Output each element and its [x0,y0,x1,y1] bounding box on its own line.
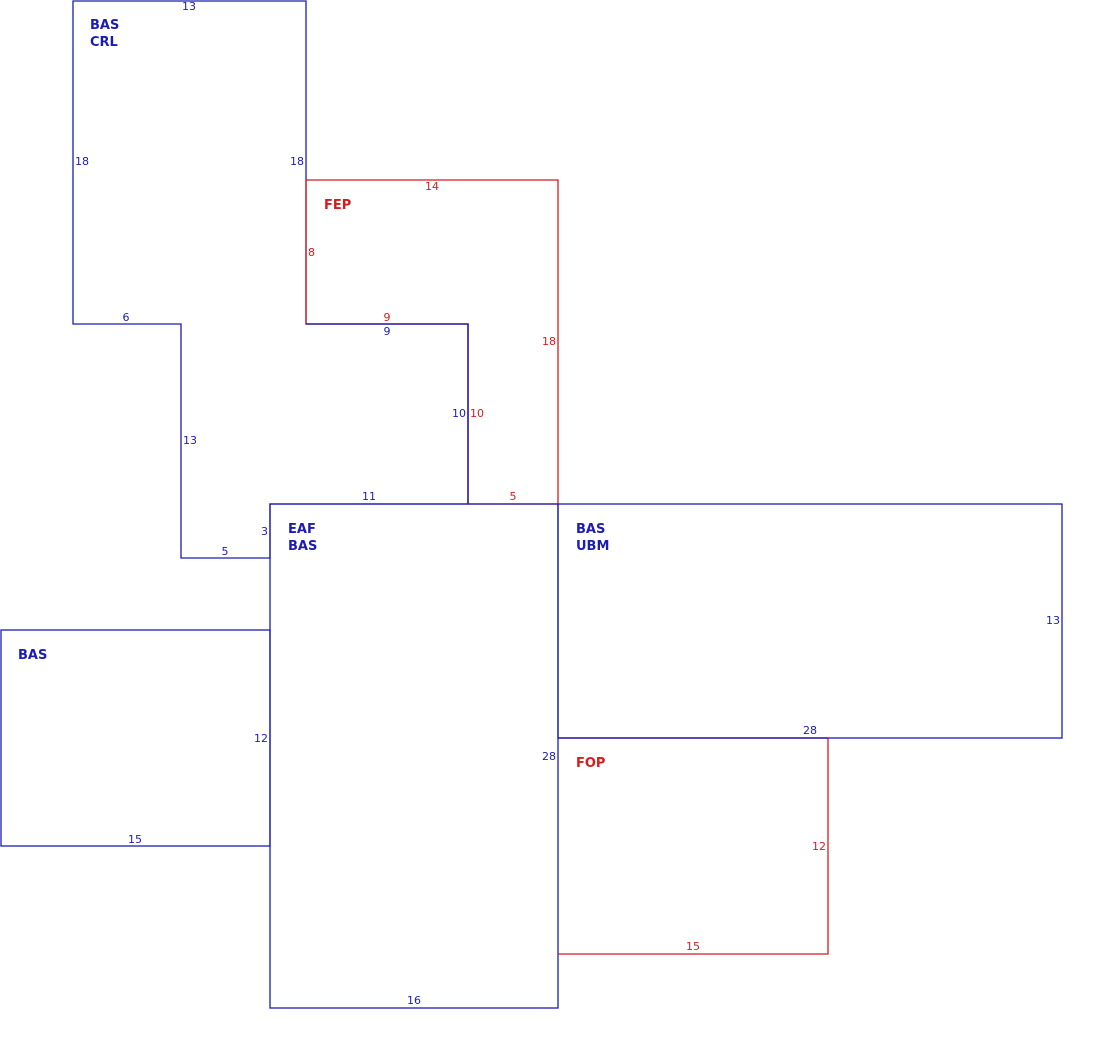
dim-eaf-right: 28 [542,750,556,763]
dim-crl-left: 18 [75,155,89,168]
dim-ubm-bottom: 28 [803,724,817,737]
fep-shared-edge [306,323,469,504]
dim-fep-bottom: 5 [510,490,517,503]
bas-crl-label-line2: CRL [90,35,118,50]
dim-fep-notch-top: 9 [384,311,391,324]
dim-eaf-bottom: 16 [407,994,421,1007]
dim-crl-notch-right: 10 [452,407,466,420]
dim-fep-top: 14 [425,180,439,193]
dim-ubm-right: 13 [1046,614,1060,627]
eaf-bas-outline [269,503,559,1009]
dim-crl-bottom-step: 5 [222,545,229,558]
dim-crl-notch-bottom: 9 [384,325,391,338]
dim-fep-left: 8 [308,246,315,259]
fep-label: FEP [324,198,351,213]
dim-fep-notch-right: 10 [470,407,484,420]
dim-crl-eaf-top: 11 [362,490,376,503]
dim-crl-mid-vertical: 13 [183,434,197,447]
dim-fop-bottom: 15 [686,940,700,953]
dim-left-bottom: 15 [128,833,142,846]
dim-crl-bottom-left: 6 [123,311,130,324]
dim-left-right: 12 [254,732,268,745]
fop-label: FOP [576,756,605,771]
bas-left-label: BAS [18,648,47,663]
eaf-bas-label-line1: EAF [288,522,316,537]
bas-crl-label-line1: BAS [90,18,119,33]
dim-fep-right: 18 [542,335,556,348]
bas-ubm-label-line1: BAS [576,522,605,537]
bas-ubm-outline [557,503,1063,739]
dim-crl-step-up: 3 [261,525,268,538]
dim-crl-right: 18 [290,155,304,168]
bas-left-outline [0,629,271,847]
eaf-bas-label-line2: BAS [288,539,317,554]
bas-crl-outline [72,0,469,559]
dim-crl-top: 13 [182,0,196,13]
dim-fop-right: 12 [812,840,826,853]
fep-outline [305,179,559,505]
bas-ubm-label-line2: UBM [576,539,609,554]
